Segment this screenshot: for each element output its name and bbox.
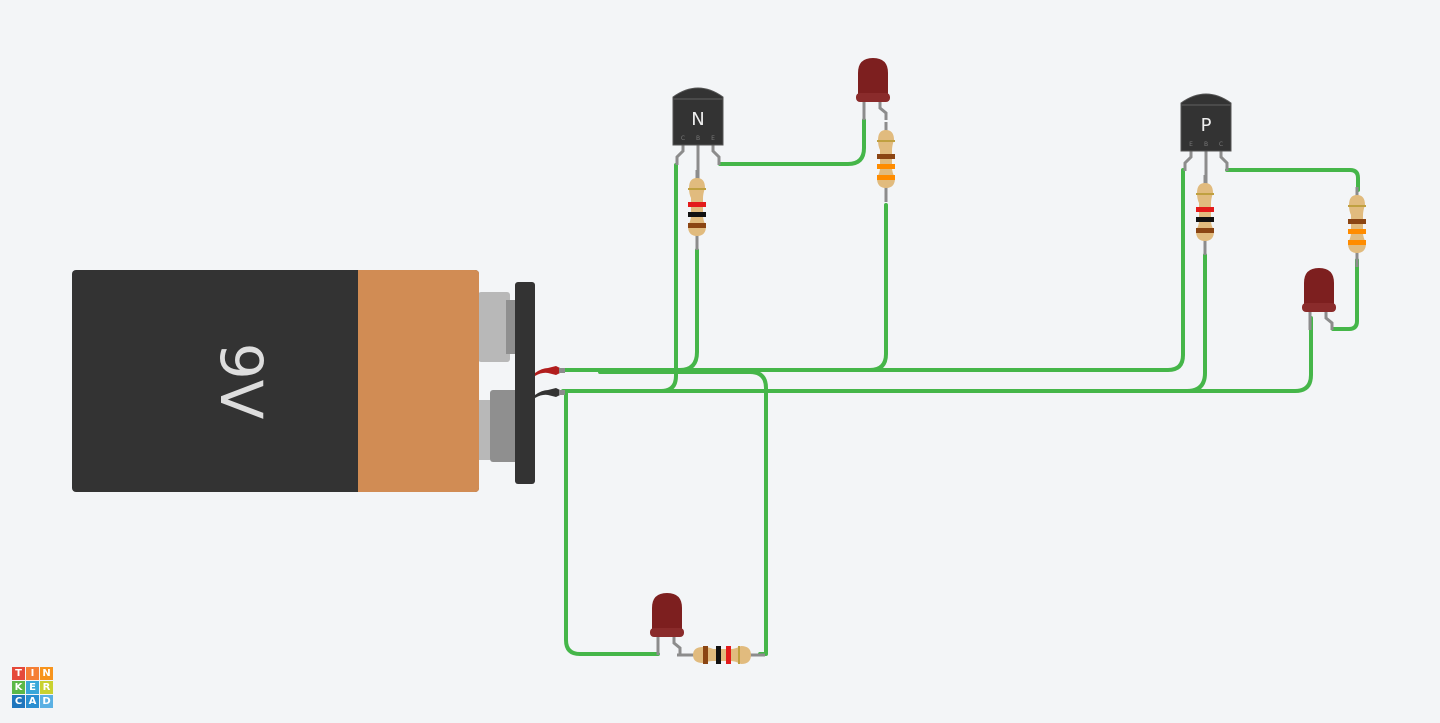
led-dome (652, 593, 682, 630)
resistor-band (877, 164, 895, 169)
led-rim (856, 93, 890, 102)
wire-npn-base-resistor[interactable] (678, 248, 699, 372)
battery-clip (515, 282, 535, 484)
wire-npn-collector[interactable] (659, 163, 678, 393)
resistor-band (877, 140, 895, 142)
led-rim (1302, 303, 1336, 312)
resistor-body (693, 646, 751, 664)
logo-letter: R (40, 681, 53, 694)
lead (711, 143, 721, 165)
wire-positive-bus[interactable] (561, 168, 1185, 372)
logo-letter: C (12, 695, 25, 708)
resistor-r-pnp-led[interactable] (1348, 187, 1366, 267)
resistor-band (703, 646, 708, 664)
pin-label: B (1204, 141, 1208, 148)
resistor-band (726, 646, 731, 664)
battery-terminal-bottom (490, 390, 518, 462)
resistor-band (877, 154, 895, 159)
negative-lead-tip (559, 390, 565, 395)
pin-label: C (1219, 141, 1223, 148)
transistor-type-label: N (691, 109, 704, 130)
resistor-band (688, 188, 706, 190)
wire-bottom-negative[interactable] (564, 391, 660, 656)
resistor-band (1196, 228, 1214, 233)
resistor-band (1196, 207, 1214, 212)
logo-letter: T (12, 667, 25, 680)
logo-letter: K (12, 681, 25, 694)
led-lead (1324, 312, 1334, 330)
resistor-r-bottom[interactable] (677, 646, 765, 664)
logo-letter: N (40, 667, 53, 680)
lead (675, 143, 685, 165)
resistor-band (1196, 193, 1214, 195)
resistor-r-pnp-base[interactable] (1196, 175, 1214, 255)
resistor-band (716, 646, 721, 664)
positive-lead-tip (559, 368, 565, 373)
positive-lead[interactable] (535, 366, 560, 376)
logo-letter: A (26, 695, 39, 708)
resistor-band (1348, 219, 1366, 224)
battery-label: 9V (207, 343, 275, 420)
transistor-type-label: P (1201, 115, 1212, 136)
negative-lead[interactable] (535, 388, 560, 398)
resistor-band (738, 646, 740, 664)
transistor-npn[interactable]: NC B E (672, 87, 724, 180)
led-dome (858, 58, 888, 95)
pin-label: C (681, 135, 685, 142)
resistor-band (1348, 205, 1366, 207)
resistor-band (1196, 217, 1214, 222)
resistor-band (877, 175, 895, 180)
led-bottom-led[interactable] (650, 593, 684, 655)
transistor-body (1180, 93, 1232, 152)
wire-npn-emitter-led[interactable] (718, 118, 866, 166)
led-npn-led[interactable] (856, 58, 890, 120)
wire-negative-bus[interactable] (561, 316, 1313, 393)
resistor-r-npn-led[interactable] (877, 122, 895, 202)
logo-letter: I (26, 667, 39, 680)
led-lead (672, 637, 682, 655)
logo-letter: D (40, 695, 53, 708)
battery-9v[interactable]: 9V (72, 270, 565, 492)
transistor-body (672, 87, 724, 146)
logo-letter: E (26, 681, 39, 694)
pin-label: E (1189, 141, 1193, 148)
battery-terminal-bottom-outer (478, 400, 490, 460)
resistor-r-npn-base[interactable] (688, 170, 706, 250)
resistor-band (1348, 229, 1366, 234)
resistor-band (1348, 240, 1366, 245)
wire-pnp-collector-resistor[interactable] (1225, 168, 1360, 192)
battery-cap (358, 270, 479, 492)
pin-label: E (711, 135, 715, 142)
wire-pnp-resistor-led[interactable] (1331, 258, 1359, 331)
led-dome (1304, 268, 1334, 305)
resistor-band (688, 223, 706, 228)
transistor-pnp[interactable]: P E B C (1180, 93, 1232, 186)
battery-terminal-top (478, 292, 510, 362)
lead (1219, 149, 1229, 171)
resistor-band (688, 202, 706, 207)
wire-bottom-positive[interactable] (598, 370, 768, 656)
resistor-band (688, 212, 706, 217)
wires (561, 118, 1360, 656)
led-lead (878, 102, 888, 120)
wire-pnp-base-resistor[interactable] (1185, 253, 1207, 393)
pin-label: B (696, 135, 700, 142)
led-rim (650, 628, 684, 637)
lead (1183, 149, 1193, 171)
wire-npn-led-resistor[interactable] (868, 203, 888, 372)
led-pnp-led[interactable] (1302, 268, 1336, 330)
